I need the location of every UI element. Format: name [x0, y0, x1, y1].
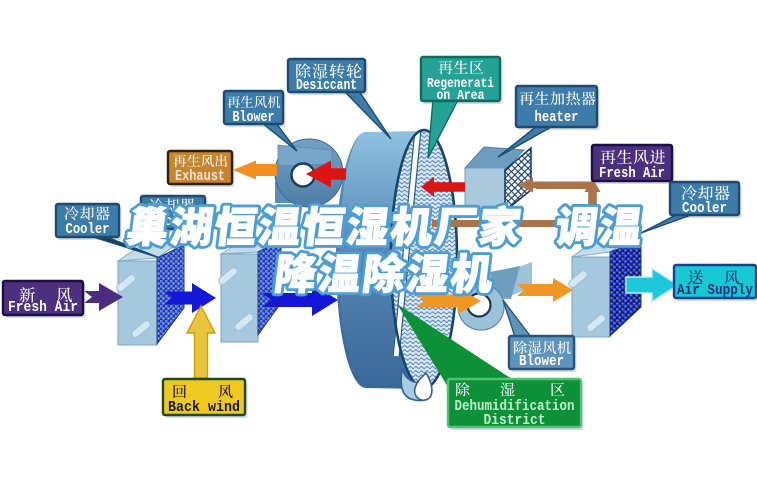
svg-text:Blower: Blower: [233, 109, 275, 126]
svg-text:Cooler: Cooler: [682, 201, 727, 217]
svg-text:District: District: [484, 413, 546, 429]
svg-text:heater: heater: [535, 109, 579, 126]
svg-text:Cooler: Cooler: [66, 222, 110, 238]
svg-text:Desiccant: Desiccant: [296, 77, 357, 94]
svg-text:Regenerati: Regenerati: [427, 77, 494, 92]
svg-text:on Area: on Area: [437, 89, 485, 104]
svg-text:Blower: Blower: [519, 353, 564, 370]
svg-text:Back wind: Back wind: [168, 399, 240, 416]
svg-text:Fresh Air: Fresh Air: [599, 165, 665, 182]
svg-text:Dehumidification: Dehumidification: [455, 399, 575, 415]
svg-text:Exhaust: Exhaust: [175, 169, 225, 185]
svg-text:Fresh Air: Fresh Air: [8, 299, 78, 316]
svg-text:Air Supply: Air Supply: [677, 282, 753, 299]
